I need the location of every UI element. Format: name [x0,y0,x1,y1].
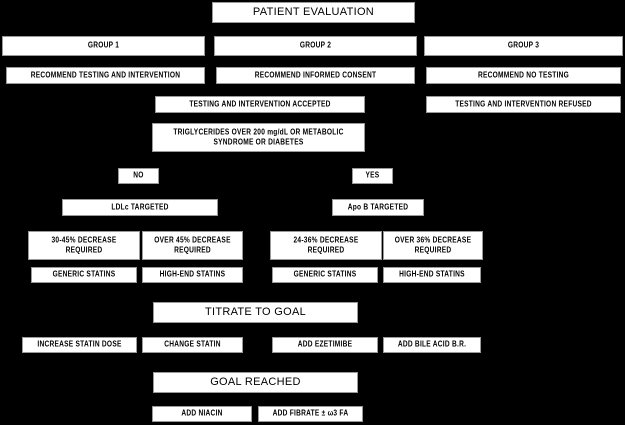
node-high-end-statins-left-label: HIGH-END STATINS [159,270,226,280]
node-add-fibrate-label: ADD FIBRATE ± ω3 FA [272,409,349,419]
node-triglycerides-criteria-label: TRIGLYCERIDES OVER 200 mg/dL OR METABOLI… [173,128,344,147]
node-decrease-over-36-label: OVER 36% DECREASE REQUIRED [394,236,472,255]
node-testing-and-intervention-refused: TESTING AND INTERVENTION REFUSED [426,96,621,113]
node-generic-statins-right-label: GENERIC STATINS [293,270,357,280]
node-recommend-testing-and-intervention: RECOMMEND TESTING AND INTERVENTION [6,67,205,84]
node-group-3-label: GROUP 3 [507,41,540,51]
node-decrease-30-45: 30-45% DECREASE REQUIRED [28,231,140,260]
node-high-end-statins-right: HIGH-END STATINS [383,267,481,283]
node-titrate-to-goal: TITRATE TO GOAL [153,302,358,323]
node-patient-evaluation: PATIENT EVALUATION [212,2,415,23]
node-add-ezetimibe-label: ADD EZETIMIBE [297,340,353,350]
node-increase-statin-dose-label: INCREASE STATIN DOSE [37,340,122,350]
node-group-1: GROUP 1 [2,36,205,56]
node-add-bile-acid-br-label: ADD BILE ACID B.R. [397,340,467,350]
node-increase-statin-dose: INCREASE STATIN DOSE [22,337,137,353]
node-high-end-statins-left: HIGH-END STATINS [142,267,243,283]
node-generic-statins-right: GENERIC STATINS [272,267,378,283]
node-group-2: GROUP 2 [214,36,417,56]
node-testing-and-intervention-refused-label: TESTING AND INTERVENTION REFUSED [455,99,592,109]
node-recommend-no-testing-label: RECOMMEND NO TESTING [477,70,570,80]
node-add-niacin-label: ADD NIACIN [181,409,223,419]
node-branch-no-label: NO [133,171,144,181]
node-testing-and-intervention-accepted-label: TESTING AND INTERVENTION ACCEPTED [189,99,331,109]
node-titrate-to-goal-label: TITRATE TO GOAL [204,306,307,319]
node-add-ezetimibe: ADD EZETIMIBE [272,337,378,353]
node-apob-targeted: Apo B TARGETED [332,199,424,216]
node-decrease-24-36: 24-36% DECREASE REQUIRED [270,231,382,260]
node-add-bile-acid-br: ADD BILE ACID B.R. [383,337,481,353]
node-decrease-over-36: OVER 36% DECREASE REQUIRED [383,231,483,260]
node-decrease-24-36-label: 24-36% DECREASE REQUIRED [293,236,359,255]
node-add-fibrate: ADD FIBRATE ± ω3 FA [258,406,363,422]
node-testing-and-intervention-accepted: TESTING AND INTERVENTION ACCEPTED [155,96,365,113]
node-group-3: GROUP 3 [424,36,623,56]
node-recommend-informed-consent-label: RECOMMEND INFORMED CONSENT [254,70,377,80]
node-recommend-no-testing: RECOMMEND NO TESTING [426,67,621,84]
node-generic-statins-left-label: GENERIC STATINS [52,270,116,280]
node-branch-yes: YES [352,168,393,184]
node-triglycerides-criteria: TRIGLYCERIDES OVER 200 mg/dL OR METABOLI… [152,123,365,152]
node-branch-yes-label: YES [365,171,380,181]
node-ldlc-targeted: LDLc TARGETED [62,199,218,216]
node-goal-reached: GOAL REACHED [153,372,358,393]
node-apob-targeted-label: Apo B TARGETED [347,202,409,212]
node-change-statin: CHANGE STATIN [142,337,243,353]
node-goal-reached-label: GOAL REACHED [210,376,301,389]
node-group-1-label: GROUP 1 [87,41,120,51]
node-ldlc-targeted-label: LDLc TARGETED [111,202,169,212]
node-recommend-testing-and-intervention-label: RECOMMEND TESTING AND INTERVENTION [30,70,181,80]
node-branch-no: NO [118,168,159,184]
node-patient-evaluation-label: PATIENT EVALUATION [252,6,375,19]
node-group-2-label: GROUP 2 [299,41,332,51]
node-decrease-over-45: OVER 45% DECREASE REQUIRED [142,231,243,260]
node-recommend-informed-consent: RECOMMEND INFORMED CONSENT [216,67,415,84]
node-decrease-over-45-label: OVER 45% DECREASE REQUIRED [154,236,231,255]
node-change-statin-label: CHANGE STATIN [164,340,221,350]
node-generic-statins-left: GENERIC STATINS [31,267,137,283]
node-decrease-30-45-label: 30-45% DECREASE REQUIRED [51,236,117,255]
node-high-end-statins-right-label: HIGH-END STATINS [399,270,465,280]
node-add-niacin: ADD NIACIN [152,406,252,422]
